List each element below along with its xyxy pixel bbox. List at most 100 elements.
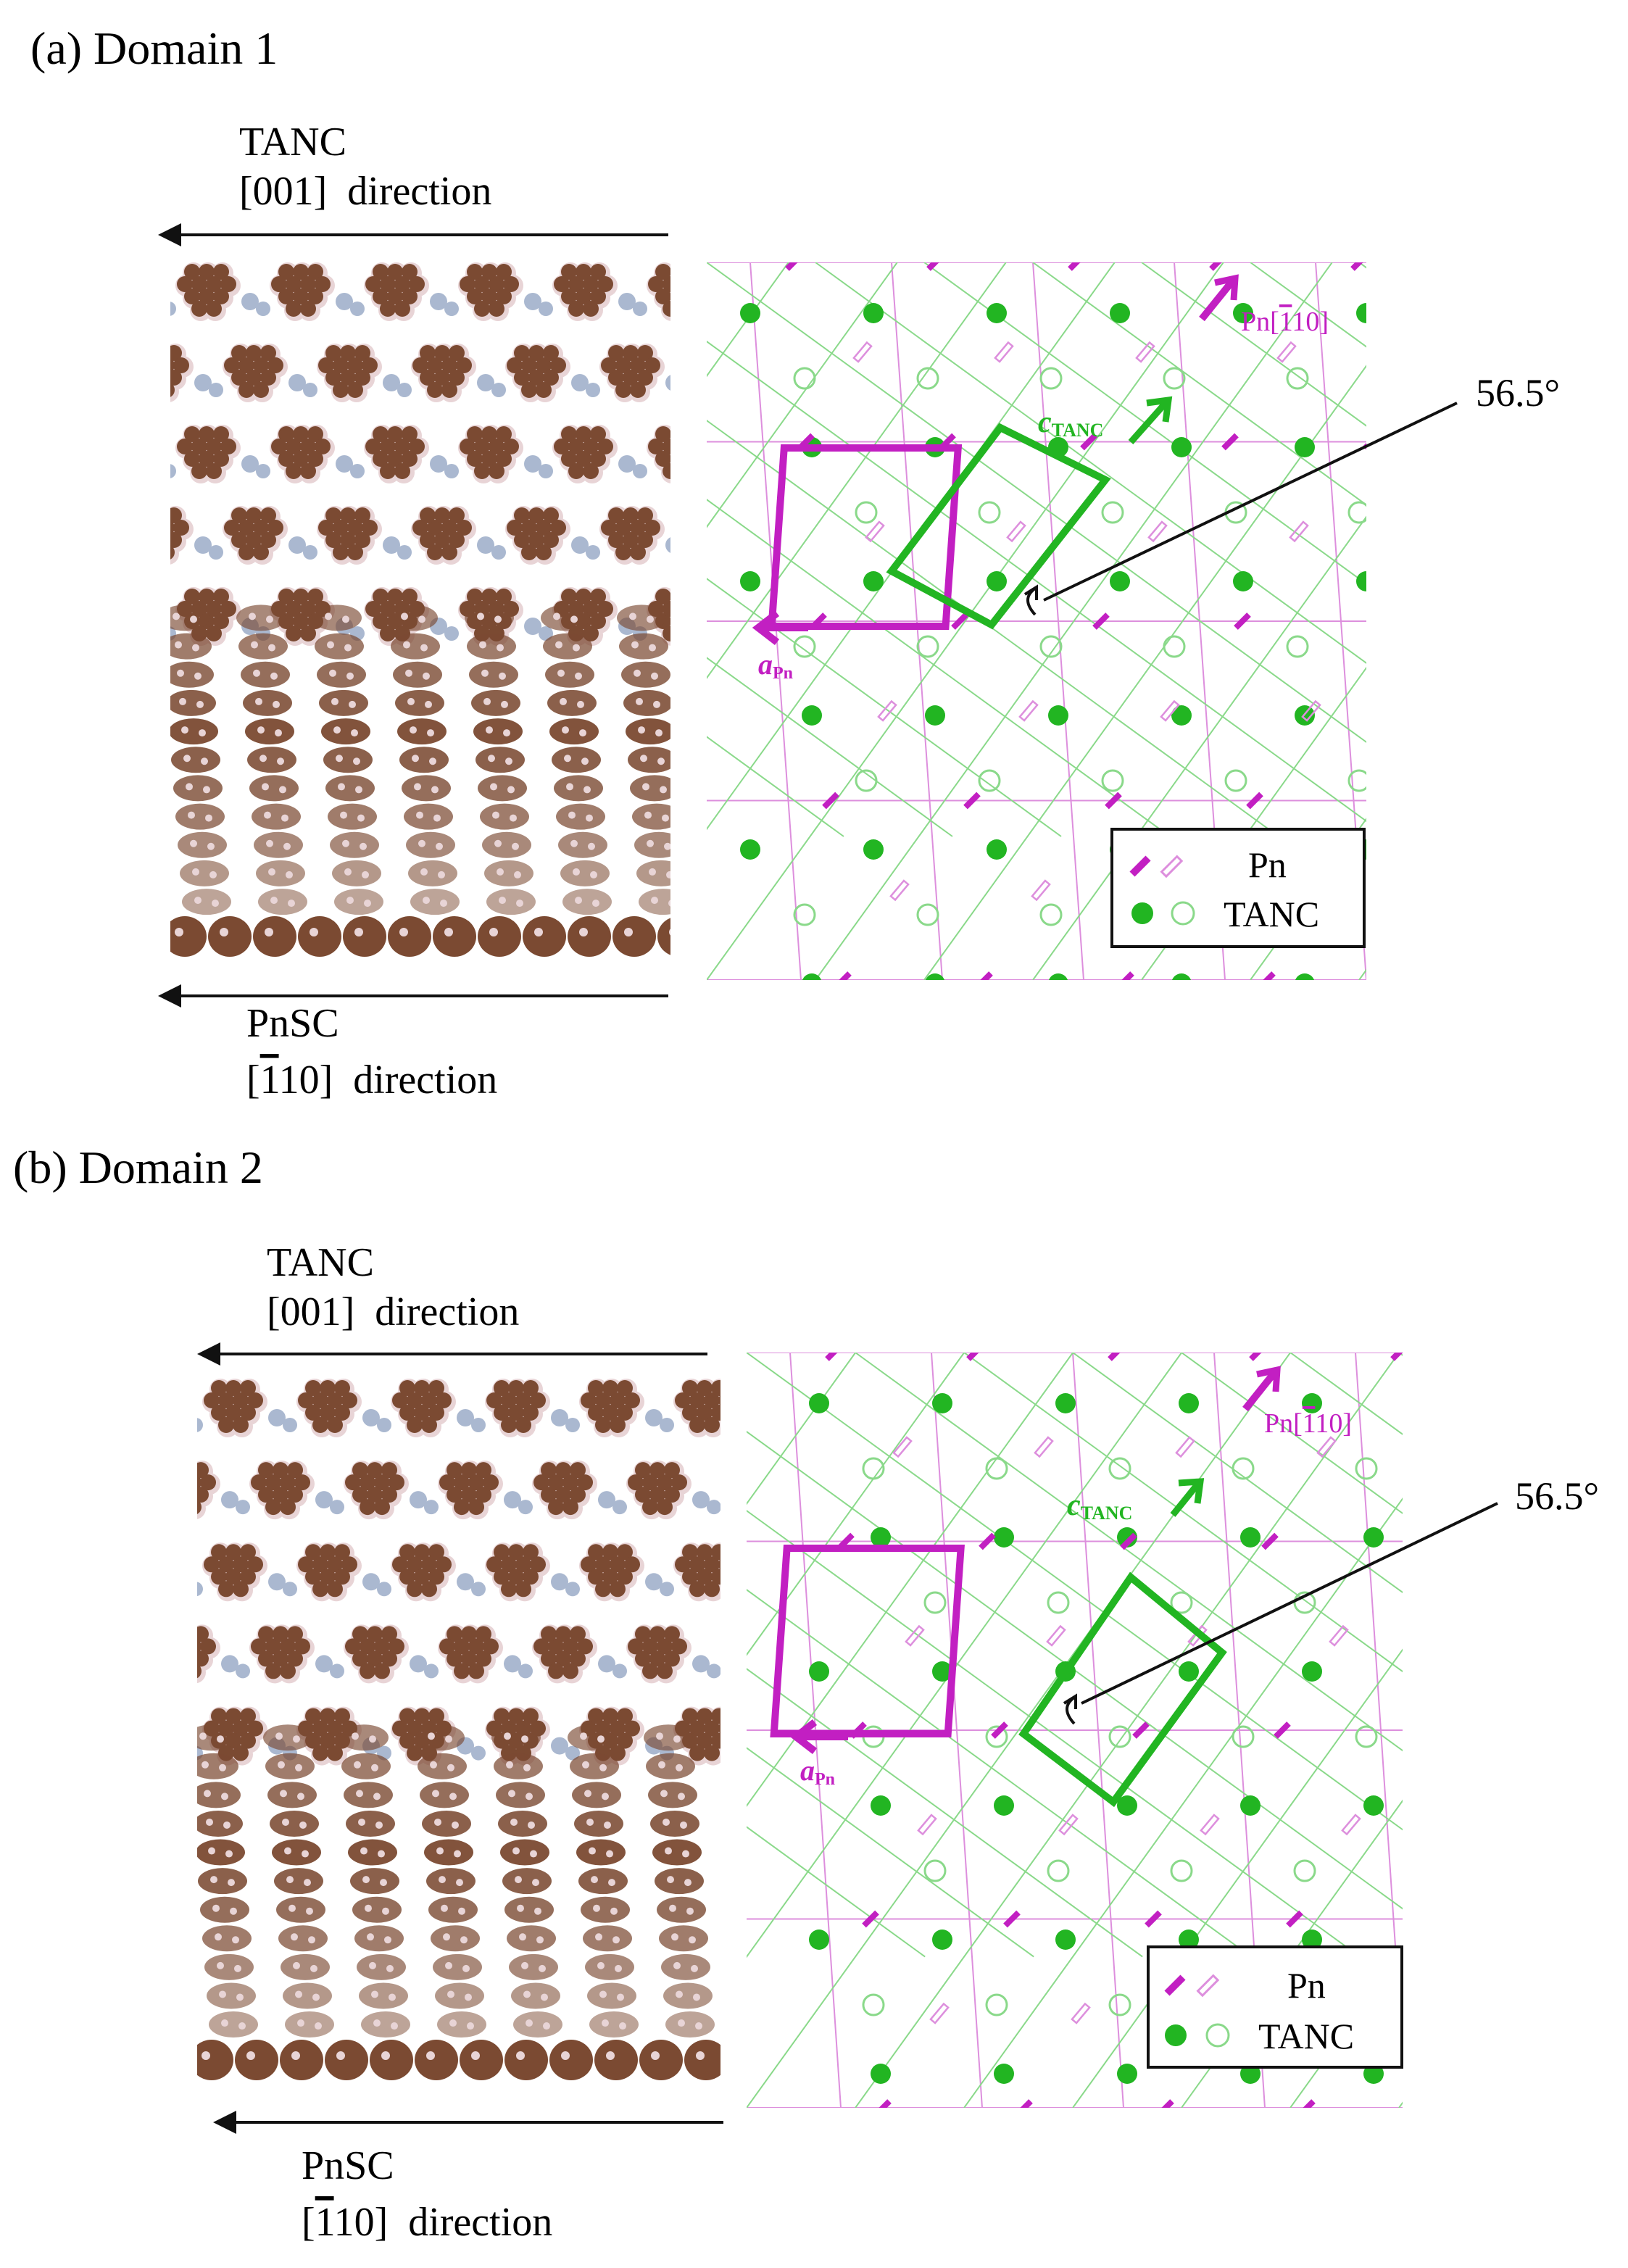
tanc-filled-site <box>1179 1930 1199 1950</box>
carbon-atom <box>838 1462 854 1478</box>
hydrogen-atom <box>297 2019 304 2027</box>
carbon-atom <box>320 1544 336 1561</box>
hydrogen-atom <box>564 755 571 763</box>
pentacene-molecule <box>648 1782 697 1808</box>
carbon-atom <box>347 357 363 373</box>
carbon-atom <box>280 1474 296 1491</box>
hydrogen-atom <box>768 1391 789 1413</box>
hydrogen-atom <box>219 1764 226 1771</box>
panel-b-green-unit-cell <box>1018 1571 1227 1808</box>
carbon-atom <box>90 264 106 280</box>
nitrogen-atom <box>362 1573 380 1591</box>
pn-open-site <box>917 1814 937 1836</box>
hydrogen-atom <box>742 1461 764 1482</box>
carbon-atom <box>561 264 577 280</box>
carbon-atom <box>428 1569 444 1585</box>
carbon-atom <box>151 532 167 548</box>
hydrogen-atom <box>561 2051 570 2060</box>
pentacene-molecule <box>325 2040 368 2080</box>
hydrogen-atom <box>293 1735 300 1743</box>
hydrogen-atom <box>604 1821 611 1829</box>
hydrogen-atom <box>221 2019 228 2027</box>
carbon-atom <box>164 1462 180 1478</box>
tanc-open-site <box>1295 2129 1315 2149</box>
pentacene-molecule <box>661 1953 710 1980</box>
carbon-atom <box>153 1392 169 1408</box>
carbon-atom <box>475 1487 491 1503</box>
carbon-atom <box>481 264 497 280</box>
nitrogen-atom <box>377 1418 391 1432</box>
hydrogen-atom <box>667 1876 674 1884</box>
carbon-atom <box>117 1708 133 1724</box>
pn-open-site <box>1456 881 1474 900</box>
carbon-atom <box>220 439 236 454</box>
nitrogen-atom <box>692 1491 710 1509</box>
carbon-atom <box>414 1708 430 1724</box>
carbon-atom <box>663 439 670 454</box>
carbon-atom <box>191 439 207 454</box>
hydrogen-atom <box>355 786 362 794</box>
panel-a-green-unit-cell <box>886 423 1111 630</box>
hydrogen-atom <box>96 599 117 621</box>
tanc-filled-site <box>1117 2064 1137 2084</box>
hydrogen-atom <box>678 2019 685 2027</box>
carbon-atom <box>623 370 639 386</box>
carbon-atom <box>663 463 670 479</box>
carbon-atom <box>389 1638 404 1655</box>
tanc-grid-line <box>815 262 1333 980</box>
carbon-atom <box>784 1392 800 1408</box>
carbon-atom <box>178 1487 194 1503</box>
pentacene-molecule <box>352 1896 402 1923</box>
pentacene-molecule <box>659 1925 708 1952</box>
nitrogen-atom <box>471 1582 486 1597</box>
hydrogen-atom <box>723 543 744 565</box>
carbon-atom <box>496 264 512 280</box>
hydrogen-atom <box>344 868 352 876</box>
hydrogen-atom <box>122 1416 144 1437</box>
tanc-open-site <box>1479 1995 1500 2015</box>
carbon-atom <box>273 1462 288 1479</box>
carbon-atom <box>373 288 389 304</box>
hydrogen-atom <box>266 839 273 847</box>
hydrogen-atom <box>797 1555 818 1577</box>
carbon-atom <box>104 613 120 629</box>
hydrogen-atom <box>430 1761 437 1769</box>
pn-open-site <box>1432 522 1449 541</box>
carbon-atom <box>325 370 341 386</box>
carbon-atom <box>671 1638 687 1655</box>
hydrogen-atom <box>81 275 103 296</box>
hydrogen-atom <box>829 1498 851 1519</box>
hydrogen-atom <box>128 518 150 540</box>
carbon-atom <box>399 1544 415 1561</box>
carbon-atom <box>104 264 120 280</box>
carbon-atom <box>494 1544 510 1561</box>
hydrogen-atom <box>586 814 593 822</box>
hydrogen-atom <box>735 1637 757 1658</box>
hydrogen-atom <box>352 1732 359 1740</box>
hydrogen-atom <box>206 1818 213 1826</box>
hydrogen-atom <box>683 262 705 284</box>
carbon-atom <box>635 1487 651 1503</box>
pentacene-molecule <box>197 1724 236 1751</box>
tanc-open-site <box>862 1457 885 1480</box>
hydrogen-atom <box>488 755 495 763</box>
pentacene-molecule <box>370 2040 413 2080</box>
carbon-atom <box>124 1417 140 1433</box>
carbon-atom <box>286 301 302 317</box>
pentacene-molecule <box>636 860 670 886</box>
carbon-atom <box>684 613 700 629</box>
carbon-atom <box>325 345 341 361</box>
carbon-atom <box>151 345 167 361</box>
carbon-atom <box>246 532 262 548</box>
pn-open-site <box>892 1436 913 1458</box>
carbon-atom <box>776 1380 792 1396</box>
nitrogen-atom <box>801 1500 815 1514</box>
hydrogen-atom <box>742 1649 764 1671</box>
carbon-atom <box>428 1380 444 1396</box>
tanc-open-site <box>1286 635 1309 658</box>
carbon-atom <box>778 589 794 605</box>
hydrogen-atom <box>122 1579 144 1601</box>
carbon-atom <box>576 589 591 605</box>
hydrogen-atom <box>735 1661 757 1683</box>
carbon-atom <box>119 426 135 442</box>
